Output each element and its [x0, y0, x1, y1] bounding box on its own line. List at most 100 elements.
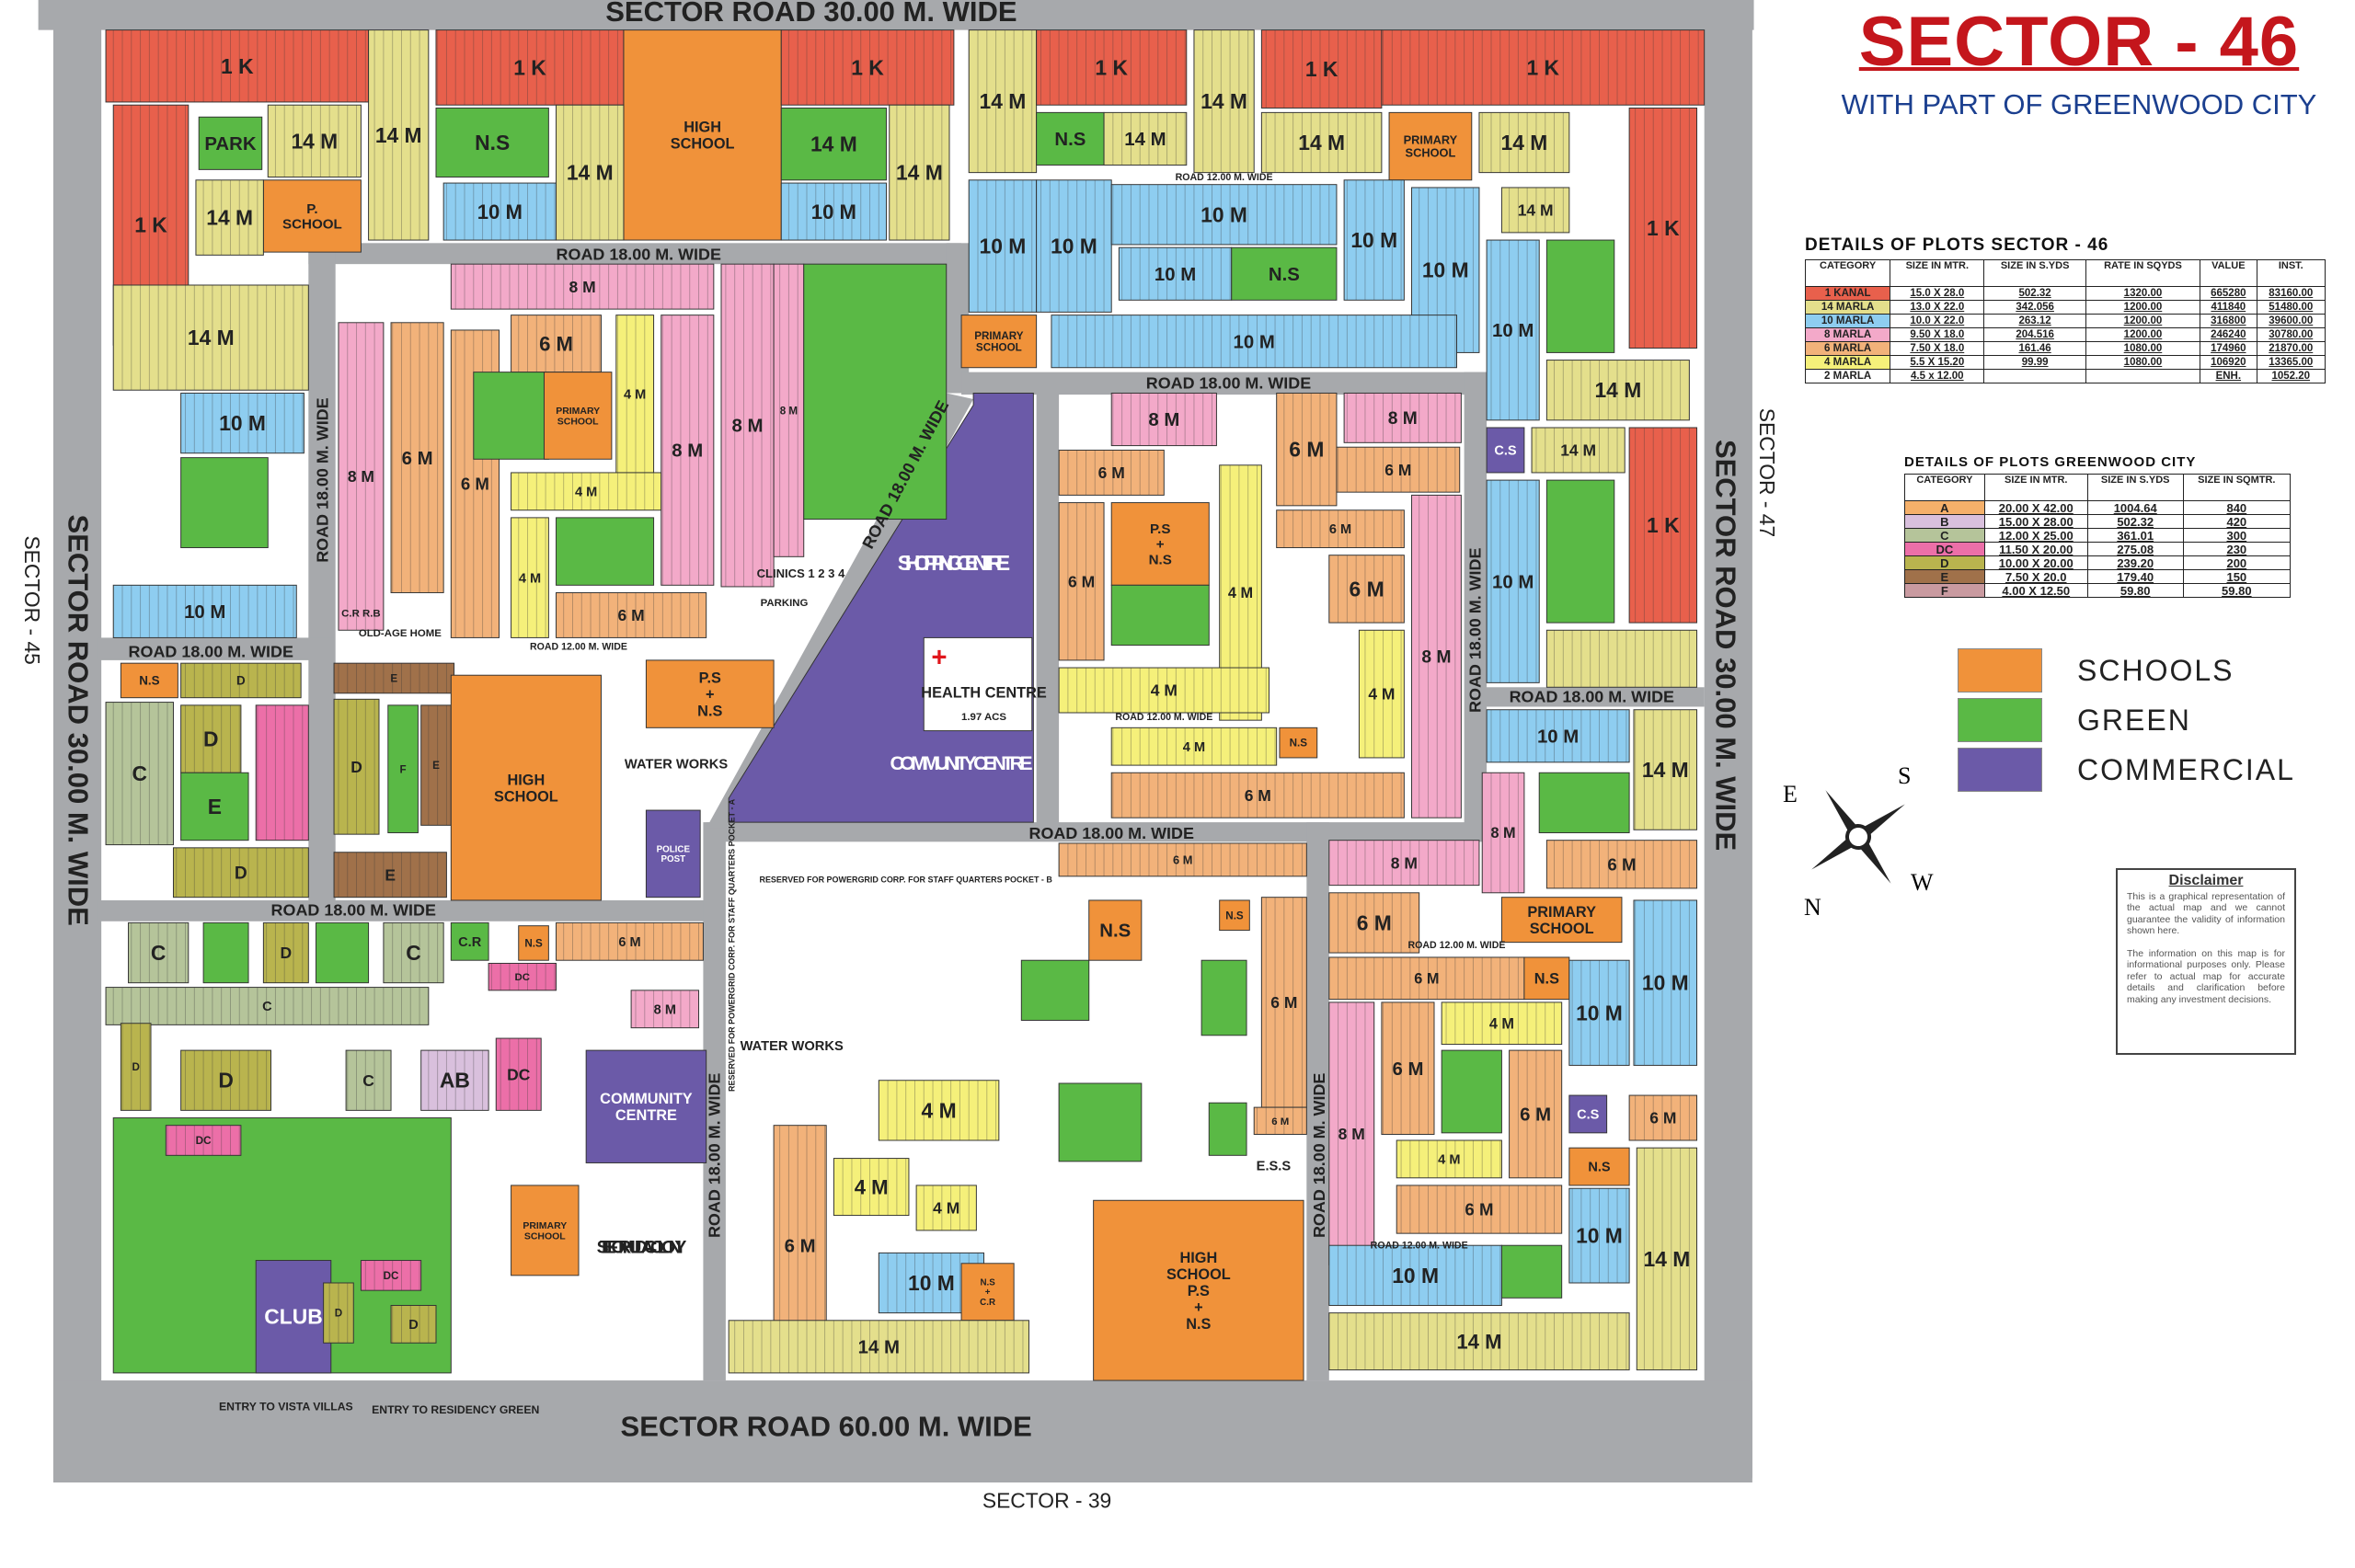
plot-block[interactable]: 6 M: [1276, 509, 1405, 549]
plot-block[interactable]: 6 M: [1253, 1106, 1307, 1135]
plot-block[interactable]: [473, 372, 549, 460]
plot-block[interactable]: N.S: [1568, 1147, 1630, 1186]
plot-block[interactable]: N.S: [1088, 899, 1143, 961]
plot-block[interactable]: 10 M: [1486, 709, 1630, 763]
plot-block[interactable]: [315, 921, 370, 984]
plot-block[interactable]: 14 M: [1478, 111, 1570, 174]
plot-block[interactable]: 10 M: [1343, 179, 1405, 301]
plot-block[interactable]: 14 M: [968, 29, 1038, 174]
plot-block[interactable]: 14 M: [1328, 1312, 1630, 1371]
plot-block[interactable]: 6 M: [511, 315, 602, 373]
plot-block[interactable]: P.S+N.S: [645, 659, 775, 728]
plot-block[interactable]: 1 K: [1628, 427, 1698, 624]
plot-block[interactable]: 4 M: [1396, 1139, 1502, 1179]
plot-block[interactable]: 4 M: [615, 315, 655, 474]
plot-block[interactable]: [255, 704, 309, 841]
health-centre-block[interactable]: [923, 636, 1033, 732]
plot-block[interactable]: D: [333, 698, 380, 835]
plot-block[interactable]: 4 M: [1358, 629, 1405, 759]
plot-block[interactable]: 10 M: [1110, 184, 1338, 246]
plot-block[interactable]: 6 M: [556, 921, 704, 961]
plot-block[interactable]: N.S: [435, 107, 549, 178]
plot-block[interactable]: 4 M: [1058, 667, 1270, 714]
plot-block[interactable]: [1058, 1082, 1143, 1162]
plot-block[interactable]: D: [262, 921, 309, 984]
plot-block[interactable]: DC: [165, 1125, 242, 1156]
plot-block[interactable]: 10 M: [780, 182, 887, 241]
plot-block[interactable]: [1545, 239, 1615, 353]
plot-block[interactable]: 8 M: [1328, 1001, 1375, 1265]
plot-block[interactable]: N.S: [1219, 899, 1250, 932]
plot-block[interactable]: 8 M: [450, 263, 715, 310]
plot-block[interactable]: 14 M: [1633, 709, 1698, 830]
plot-block[interactable]: PARK: [198, 116, 263, 170]
plot-block[interactable]: C: [345, 1049, 392, 1111]
plot-block[interactable]: C.S: [1486, 427, 1525, 474]
plot-block[interactable]: 1 K: [780, 29, 955, 106]
plot-block[interactable]: 6 M: [556, 591, 707, 638]
plot-block[interactable]: 10 M: [968, 179, 1038, 313]
plot-block[interactable]: N.S: [1231, 246, 1338, 301]
plot-block[interactable]: C.R: [450, 921, 489, 961]
plot-block[interactable]: 14 M: [195, 179, 264, 256]
plot-block[interactable]: 8 M: [1411, 494, 1462, 818]
plot-block[interactable]: 1 K: [1628, 107, 1698, 349]
plot-block[interactable]: [1020, 959, 1090, 1021]
plot-block[interactable]: 14 M: [1260, 111, 1383, 174]
plot-block[interactable]: 6 M: [1260, 897, 1307, 1108]
plot-block[interactable]: 8 M: [1328, 840, 1480, 887]
plot-block[interactable]: 6 M: [1545, 840, 1698, 889]
plot-block[interactable]: 14 M: [728, 1320, 1029, 1374]
plot-block[interactable]: 10 M: [1036, 179, 1112, 313]
plot-block[interactable]: [1545, 479, 1615, 624]
plot-block[interactable]: 1 K: [1381, 29, 1706, 106]
plot-block[interactable]: 10 M: [1568, 959, 1630, 1066]
plot-block[interactable]: 10 M: [1568, 1187, 1630, 1284]
plot-block[interactable]: 4 M: [915, 1185, 977, 1231]
plot-block[interactable]: 14 M: [556, 104, 625, 241]
plot-block[interactable]: 4 M: [878, 1080, 1000, 1141]
plot-block[interactable]: 10 M: [1051, 315, 1457, 369]
plot-block[interactable]: 1 K: [435, 29, 625, 106]
plot-block[interactable]: 8 M: [338, 322, 385, 631]
plot-block[interactable]: [1545, 629, 1698, 688]
plot-block[interactable]: N.S: [1523, 956, 1570, 1001]
plot-block[interactable]: 14 M: [1103, 111, 1188, 166]
plot-block[interactable]: 8 M: [1481, 772, 1525, 894]
plot-block[interactable]: 10 M: [112, 584, 297, 638]
plot-block[interactable]: N.S: [1036, 111, 1105, 166]
plot-block[interactable]: [1208, 1102, 1247, 1156]
plot-block[interactable]: 14 M: [267, 104, 362, 178]
plot-block[interactable]: 10 M: [1633, 899, 1698, 1066]
plot-block[interactable]: D: [180, 662, 302, 699]
plot-block[interactable]: 1 K: [1260, 29, 1383, 109]
plot-block[interactable]: 4 M: [511, 517, 549, 638]
plot-block[interactable]: [180, 457, 269, 549]
plot-block[interactable]: 6 M: [1110, 772, 1405, 818]
plot-block[interactable]: 8 M: [661, 315, 715, 586]
plot-block[interactable]: 8 M: [773, 263, 805, 557]
plot-block[interactable]: 1 K: [1036, 29, 1188, 106]
plot-block[interactable]: 10 M: [180, 392, 304, 454]
plot-block[interactable]: 14 M: [1531, 427, 1626, 474]
plot-block[interactable]: 8 M: [1343, 392, 1462, 443]
plot-block[interactable]: E: [420, 704, 452, 826]
plot-block[interactable]: 14 M: [1636, 1147, 1698, 1371]
plot-block[interactable]: DC: [488, 962, 557, 991]
plot-block[interactable]: 8 M: [720, 263, 775, 588]
plot-block[interactable]: 14 M: [1193, 29, 1255, 174]
plot-block[interactable]: N.S: [518, 925, 549, 961]
plot-block[interactable]: 14 M: [889, 104, 950, 241]
plot-block[interactable]: 6 M: [1396, 1185, 1563, 1234]
plot-block[interactable]: P.S+N.S: [1110, 502, 1210, 586]
plot-block[interactable]: C: [383, 921, 444, 984]
plot-block[interactable]: 6 M: [390, 322, 444, 593]
plot-block[interactable]: 14 M: [112, 284, 309, 391]
plot-block[interactable]: N.S+C.R: [960, 1263, 1015, 1322]
plot-block[interactable]: C: [105, 702, 174, 846]
